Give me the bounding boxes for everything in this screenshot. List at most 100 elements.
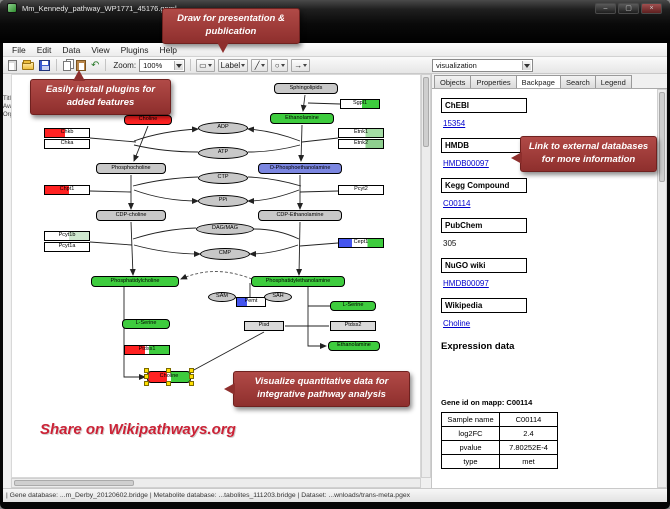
selection-handle[interactable] <box>189 368 194 373</box>
new-button[interactable] <box>7 58 18 72</box>
menu-data[interactable]: Data <box>62 44 81 55</box>
titlebar[interactable]: Mm_Kennedy_pathway_WP1771_45176.gpml <box>0 0 670 43</box>
sidebar-scrollbar[interactable] <box>657 89 667 488</box>
pathway-node-sphingolipids[interactable]: Sphingolipids <box>274 83 338 94</box>
pathway-edge[interactable] <box>253 228 300 240</box>
pathway-node-sam[interactable]: SAM <box>208 292 236 302</box>
pathway-node-chpt1[interactable]: Chpt1 <box>44 185 90 195</box>
external-db-link[interactable]: Choline <box>443 319 471 328</box>
pathway-edge[interactable] <box>296 221 303 276</box>
pathway-edge[interactable] <box>132 227 197 240</box>
canvas-horizontal-scrollbar[interactable] <box>11 478 421 488</box>
scrollbar-thumb[interactable] <box>659 92 665 182</box>
selection-handle[interactable] <box>166 368 171 373</box>
open-button[interactable] <box>21 58 35 72</box>
pathway-node-etnk2[interactable]: Etnk2 <box>338 139 384 149</box>
pathway-node-ethanolamine-bottom[interactable]: Ethanolamine <box>328 341 380 351</box>
label-tool-button[interactable]: Label <box>217 58 249 72</box>
menu-view[interactable]: View <box>91 44 110 55</box>
pathway-node-sah[interactable]: SAH <box>264 292 292 302</box>
pathway-edge[interactable] <box>247 189 300 204</box>
maximize-button[interactable] <box>618 3 639 14</box>
pathway-edge[interactable] <box>129 221 136 276</box>
external-db-link[interactable]: HMDB00097 <box>443 279 489 288</box>
datanode-tool-button[interactable] <box>196 58 215 72</box>
external-db-link[interactable]: C00114 <box>443 199 471 208</box>
selection-handle[interactable] <box>166 381 171 386</box>
pathway-edge[interactable] <box>180 271 253 280</box>
pathway-node-pemt[interactable]: Pemt <box>236 297 266 307</box>
pathway-node-choline-top[interactable]: Choline <box>124 115 172 125</box>
pathway-edge[interactable] <box>133 144 199 153</box>
pathway-node-ethanolamine-top[interactable]: Ethanolamine <box>270 113 334 124</box>
external-db-link[interactable]: HMDB00097 <box>443 159 489 168</box>
selection-handle[interactable] <box>189 381 194 386</box>
pathway-node-o-phosphoethanolamine[interactable]: O-Phosphoethanolamine <box>258 163 342 174</box>
scrollbar-thumb[interactable] <box>423 77 429 147</box>
pathway-edge[interactable] <box>89 241 133 246</box>
pathway-edge[interactable] <box>89 190 132 193</box>
pathway-edge[interactable] <box>247 176 302 187</box>
pathway-node-phosphatidylcholine[interactable]: Phosphatidylcholine <box>91 276 179 287</box>
pathway-edge[interactable] <box>307 102 341 105</box>
pathway-node-cdp-ethanolamine[interactable]: CDP-Ethanolamine <box>258 210 342 221</box>
connector-tool-button[interactable] <box>291 58 311 72</box>
pathway-node-chka[interactable]: Chka <box>44 139 90 149</box>
pathway-node-chkb[interactable]: Chkb <box>44 128 90 138</box>
pathway-edge[interactable] <box>191 331 265 372</box>
pathway-edge[interactable] <box>247 144 301 153</box>
pathway-node-pcyt1b[interactable]: Pcyt1b <box>44 231 90 241</box>
pathway-node-ptdss2[interactable]: Ptdss2 <box>330 321 376 331</box>
canvas-vertical-scrollbar[interactable] <box>421 74 431 478</box>
scrollbar-thumb[interactable] <box>14 480 134 486</box>
minimize-button[interactable] <box>595 3 616 14</box>
pathway-node-dag-mag[interactable]: DAG/MAG <box>196 223 254 235</box>
menu-plugins[interactable]: Plugins <box>120 44 149 55</box>
pathway-edge[interactable] <box>123 287 146 380</box>
pathway-edge[interactable] <box>300 94 307 112</box>
pathway-node-phosphocholine[interactable]: Phosphocholine <box>96 163 166 174</box>
pathway-node-l-serine-right[interactable]: L-Serine <box>330 301 376 311</box>
menu-file[interactable]: File <box>12 44 26 55</box>
copy-button[interactable] <box>62 58 72 72</box>
pathway-node-pcyt1a[interactable]: Pcyt1a <box>44 242 90 252</box>
save-button[interactable] <box>38 58 51 72</box>
undo-button[interactable] <box>90 58 100 72</box>
zoom-combo[interactable]: 100% <box>139 58 186 72</box>
pathway-edge[interactable] <box>307 287 327 349</box>
tab-backpage[interactable]: Backpage <box>515 75 561 88</box>
pathway-node-phosphatidylethanolamine[interactable]: Phosphatidylethanolamine <box>251 276 345 287</box>
pathway-node-cept1[interactable]: Cept1 <box>338 238 384 248</box>
selection-handle[interactable] <box>144 368 149 373</box>
tab-objects[interactable]: Objects <box>434 75 472 88</box>
pathway-edge[interactable] <box>299 190 339 193</box>
pathway-node-atp[interactable]: ATP <box>198 147 248 159</box>
menu-edit[interactable]: Edit <box>36 44 52 55</box>
pathway-node-cmp[interactable]: CMP <box>200 248 250 260</box>
tab-search[interactable]: Search <box>559 75 596 88</box>
line-tool-button[interactable] <box>251 58 269 72</box>
pathway-node-l-serine-left[interactable]: L-Serine <box>122 319 170 329</box>
pathway-node-ppi[interactable]: PPi <box>198 195 248 207</box>
pathway-edge[interactable] <box>132 176 199 187</box>
pathway-node-ptdss1[interactable]: Ptdss1 <box>124 345 170 355</box>
visualization-combo[interactable]: visualization <box>432 59 533 72</box>
pathway-edge[interactable] <box>298 124 305 162</box>
pathway-edge[interactable] <box>133 244 201 257</box>
pathway-edge[interactable] <box>249 244 299 257</box>
pathway-node-sgpl1[interactable]: Sgpl1 <box>340 99 380 109</box>
pathway-node-ctp[interactable]: CTP <box>198 172 248 184</box>
pathway-edge[interactable] <box>301 137 339 143</box>
close-button[interactable] <box>641 3 662 14</box>
pathway-edge[interactable] <box>133 125 149 162</box>
selection-handle[interactable] <box>144 381 149 386</box>
pathway-node-adp[interactable]: ADP <box>198 122 248 134</box>
pathway-edge[interactable] <box>299 242 339 247</box>
selection-handle[interactable] <box>144 374 149 379</box>
pathway-edge[interactable] <box>133 189 199 204</box>
shape-tool-button[interactable] <box>271 58 289 72</box>
pathway-node-pcyt2[interactable]: Pcyt2 <box>338 185 384 195</box>
menu-help[interactable]: Help <box>159 44 177 55</box>
external-db-link[interactable]: 15354 <box>443 119 466 128</box>
